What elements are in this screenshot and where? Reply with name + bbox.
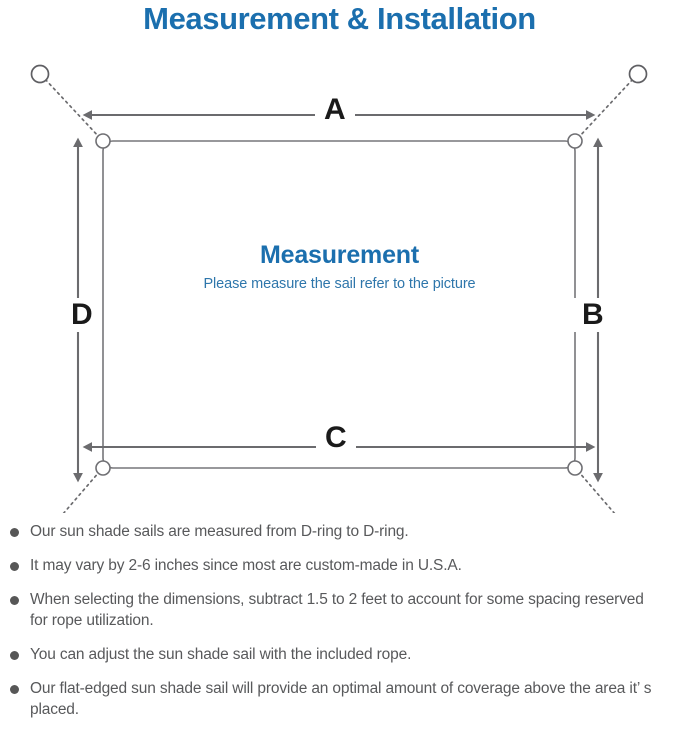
note-text: Our sun shade sails are measured from D-… [30,523,409,540]
note-text: It may vary by 2-6 inches since most are… [30,557,462,574]
sail-diagram-svg [30,64,648,513]
note-text: When selecting the dimensions, subtract … [30,591,644,629]
d-ring-top-left [95,133,111,149]
note-text: You can adjust the sun shade sail with t… [30,646,412,663]
notes-list: Our sun shade sails are measured from D-… [0,521,679,733]
measurement-diagram: Measurement Please measure the sail refe… [0,48,679,513]
bullet-icon [10,562,19,571]
rope-bottom-left [62,470,101,513]
dimension-label-d: D [62,298,102,332]
list-item: When selecting the dimensions, subtract … [0,589,679,631]
dimension-label-a: A [315,93,355,127]
d-ring-bottom-right [567,460,583,476]
d-ring-top-right [567,133,583,149]
bullet-icon [10,528,19,537]
list-item: Our flat-edged sun shade sail will provi… [0,678,679,720]
anchor-ring-top-left [30,64,50,84]
rope-bottom-right [577,470,616,513]
bullet-icon [10,651,19,660]
dimension-label-c: C [316,421,356,455]
sail-shape [102,140,576,469]
page-title: Measurement & Installation [143,1,536,36]
note-text: Our flat-edged sun shade sail will provi… [30,680,652,718]
bullet-icon [10,596,19,605]
rope-top-left [43,77,101,139]
dimension-label-b: B [573,298,613,332]
list-item: It may vary by 2-6 inches since most are… [0,555,679,576]
d-ring-bottom-left [95,460,111,476]
list-item: Our sun shade sails are measured from D-… [0,521,679,542]
bullet-icon [10,685,19,694]
list-item: You can adjust the sun shade sail with t… [0,644,679,665]
rope-top-right [577,77,635,139]
anchor-ring-top-right [628,64,648,84]
